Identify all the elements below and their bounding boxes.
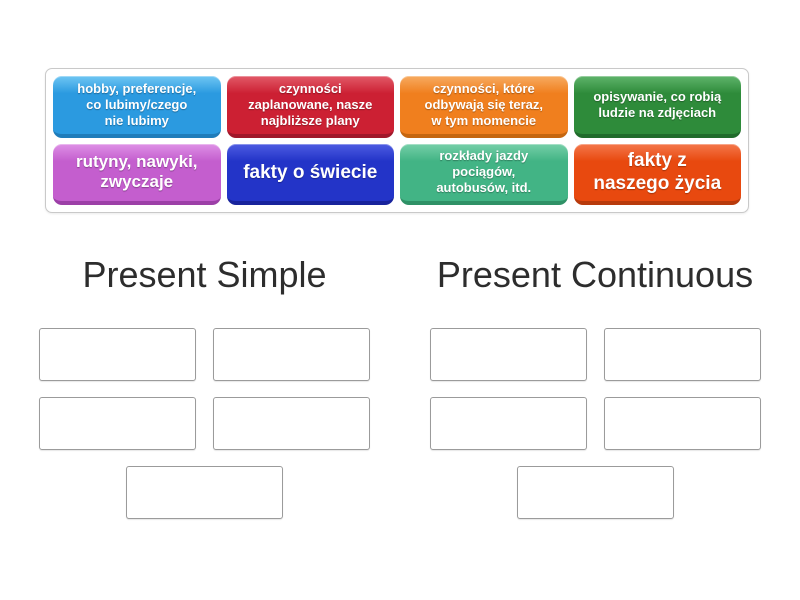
drop-slot[interactable]: [39, 397, 196, 451]
word-tile[interactable]: fakty o świecie: [226, 143, 394, 205]
word-bank-tray: hobby, preferencje, co lubimy/czego nie …: [45, 68, 749, 213]
word-tile[interactable]: fakty z naszego życia: [573, 143, 741, 205]
drop-zone-grid: [39, 328, 370, 520]
drop-slot[interactable]: [603, 397, 761, 451]
drop-slot[interactable]: [213, 397, 370, 451]
drop-slot[interactable]: [516, 466, 674, 520]
drop-zone-grid: [428, 328, 762, 520]
drop-slot[interactable]: [39, 328, 196, 382]
drop-slot[interactable]: [126, 466, 283, 520]
group-title-present-simple: Present Simple: [82, 254, 327, 295]
drop-slot[interactable]: [429, 397, 587, 451]
drop-slot[interactable]: [213, 328, 370, 382]
word-tile[interactable]: czynności zaplanowane, nasze najbliższe …: [226, 76, 394, 138]
word-tile[interactable]: hobby, preferencje, co lubimy/czego nie …: [53, 76, 221, 138]
group-present-simple: Present Simple: [39, 253, 370, 520]
word-tile[interactable]: rozkłady jazdy pociągów, autobusów, itd.: [400, 143, 568, 205]
word-tile[interactable]: rutyny, nawyki, zwyczaje: [53, 143, 221, 205]
word-tile[interactable]: czynności, które odbywają się teraz, w t…: [400, 76, 568, 138]
drop-slot[interactable]: [603, 328, 761, 382]
drop-slot[interactable]: [429, 328, 587, 382]
word-tile[interactable]: opisywanie, co robią ludzie na zdjęciach: [573, 76, 741, 138]
group-present-continuous: Present Continuous: [428, 253, 762, 520]
group-title-present-continuous: Present Continuous: [436, 254, 754, 295]
